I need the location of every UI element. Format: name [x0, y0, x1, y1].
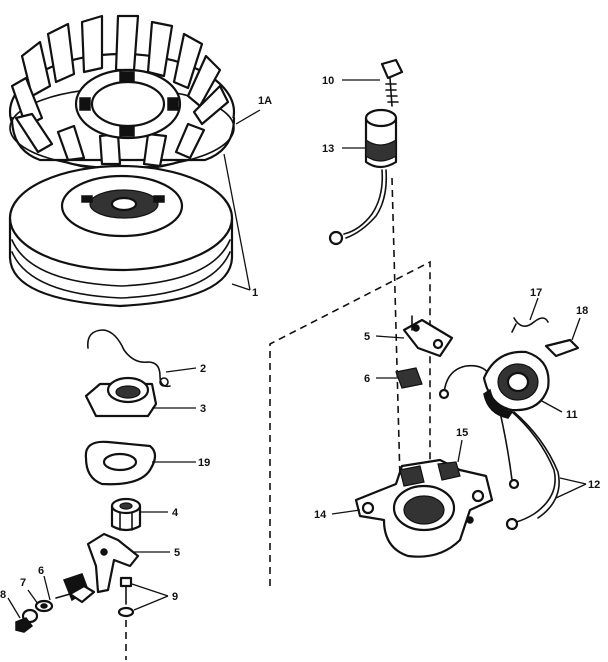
callout-7: 7 [20, 577, 26, 589]
gasket [84, 440, 157, 486]
contact-block [395, 367, 423, 389]
flywheel-fan [8, 14, 236, 172]
callout-6-lower: 6 [38, 565, 44, 577]
callout-11: 11 [566, 409, 578, 421]
magneto-housing [354, 458, 494, 558]
bushing [110, 497, 142, 532]
leader-lines [7, 79, 587, 619]
callout-6-upper: 6 [364, 373, 370, 385]
callout-15: 15 [456, 427, 468, 439]
callout-14: 14 [314, 509, 327, 521]
callout-8: 8 [0, 589, 6, 601]
retaining-clip [544, 338, 580, 358]
callout-17: 17 [530, 287, 542, 299]
callout-12: 12 [588, 479, 600, 491]
callout-1: 1 [252, 287, 258, 299]
callout-5-lower: 5 [174, 547, 180, 559]
callout-4: 4 [172, 507, 179, 519]
callout-19: 19 [198, 457, 210, 469]
ignition-coil [438, 350, 550, 419]
cover-plate [84, 376, 158, 418]
screw-top [380, 58, 404, 107]
callout-13: 13 [322, 143, 334, 155]
callout-18: 18 [576, 305, 588, 317]
callout-5-upper: 5 [364, 331, 370, 343]
spring-clip [87, 329, 171, 388]
wire-spring [511, 317, 549, 333]
breaker-arm-lower [86, 532, 140, 594]
screw-washer [117, 576, 135, 618]
callout-9: 9 [172, 591, 178, 603]
breaker-plate-upper [402, 315, 454, 358]
callout-1a: 1A [258, 95, 272, 107]
assembly-guide-lines [125, 177, 431, 660]
callout-2: 2 [200, 363, 206, 375]
condenser [328, 108, 398, 246]
coil-leads [499, 409, 560, 531]
terminal-assembly [15, 573, 96, 633]
flywheel [8, 164, 234, 308]
callout-10: 10 [322, 75, 334, 87]
callout-3: 3 [200, 403, 206, 415]
